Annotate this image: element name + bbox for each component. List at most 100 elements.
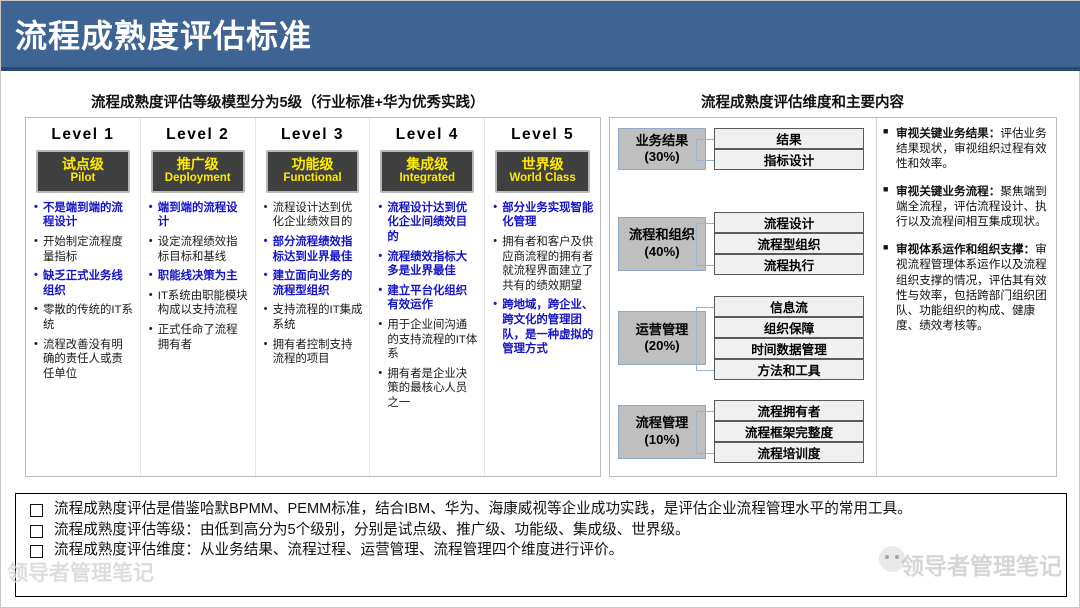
dimension-sub-box: 时间数据管理	[714, 338, 864, 359]
level-bullet-item: 建立面向业务的流程型组织	[264, 268, 364, 298]
level-title: Level 2	[166, 126, 230, 143]
level-bullet-item: 用于企业间沟通的支持流程的IT体系	[378, 317, 478, 362]
dimension-name: 流程和组织	[629, 227, 695, 243]
level-name-cn: 集成级	[406, 156, 449, 172]
connector-line	[696, 222, 714, 224]
connector-line	[696, 452, 714, 454]
level-name-en: Pilot	[70, 172, 96, 185]
level-bullet-item: 端到端的流程设计	[149, 200, 249, 230]
level-bullet-list: 部分业务实现智能化管理拥有者和客户及供应商流程的拥有者就流程界面建立了共有的绩效…	[489, 200, 596, 362]
level-bullet-list: 端到端的流程设计设定流程绩效指标目标和基线职能线决策为主 IT系统由职能模块构成以…	[145, 200, 251, 357]
summary-item: 流程成熟度评估是借鉴哈默BPMM、PEMM标准，结合IBM、华为、海康威视等企业…	[24, 500, 1058, 520]
dimension-sub-box: 流程框架完整度	[714, 421, 864, 442]
level-bullet-item: 拥有者和客户及供应商流程的拥有者就流程界面建立了共有的绩效期望	[493, 234, 594, 293]
level-bullet-item: 不是端到端的流程设计	[34, 200, 134, 230]
summary-item: 流程成熟度评估维度：从业务结果、流程过程、运营管理、流程管理四个维度进行评价。	[24, 541, 1058, 561]
dimension-box: 流程管理(10%)	[618, 404, 706, 459]
dimension-note: 审视关键业务流程：聚焦端到端全流程，评估流程设计、执行以及流程间相互集成现状。	[883, 184, 1050, 229]
level-bullet-item: 建立平台化组织有效运作	[378, 283, 478, 313]
level-column: Level 3功能级Functional流程设计达到优化企业绩效目的部分流程绩效…	[256, 118, 371, 476]
levels-grid: Level 1试点级Pilot不是端到端的流程设计开始制定流程度量指标缺乏正式业…	[26, 118, 600, 476]
dimension-note-title: 审视关键业务流程：	[896, 185, 1001, 199]
level-bullet-item: 缺乏正式业务线组织	[34, 268, 134, 298]
level-bullet-list: 流程设计达到优化企业绩效目的部分流程绩效指标达到业界最佳建立面向业务的流程型组织…	[260, 200, 366, 372]
level-bullet-item: 部分业务实现智能化管理	[493, 200, 594, 230]
connector-line	[696, 138, 714, 140]
dimension-box: 运营管理(20%)	[618, 311, 706, 365]
level-bullet-item: 支持流程的IT集成系统	[264, 302, 364, 332]
banner-divider	[1, 67, 1080, 71]
dimension-sub-box: 流程执行	[714, 254, 864, 275]
summary-box: 流程成熟度评估是借鉴哈默BPMM、PEMM标准，结合IBM、华为、海康威视等企业…	[15, 493, 1067, 597]
dimension-sub-box: 流程设计	[714, 212, 864, 233]
level-title: Level 5	[511, 126, 575, 143]
connector-line	[696, 410, 714, 412]
dimension-name: 运营管理	[635, 321, 689, 337]
connector-line	[696, 306, 714, 308]
dimension-box: 业务结果(30%)	[618, 128, 706, 170]
level-bullet-item: 流程绩效指标大多是业界最佳	[378, 249, 478, 279]
level-name-cn: 试点级	[61, 156, 104, 172]
dimension-sub-box: 流程型组织	[714, 233, 864, 254]
dimensions-diagram: 结果指标设计业务结果(30%)流程设计流程型组织流程执行流程和组织(40%)信息…	[610, 118, 876, 476]
levels-panel: Level 1试点级Pilot不是端到端的流程设计开始制定流程度量指标缺乏正式业…	[25, 117, 601, 477]
level-bullet-item: 零散的传统的IT系统	[34, 302, 134, 332]
level-name-en: Deployment	[164, 172, 231, 185]
dimension-box: 流程和组织(40%)	[618, 216, 706, 271]
level-bullet-item: 正式任命了流程拥有者	[149, 322, 249, 352]
dimension-name: 流程管理	[635, 415, 689, 431]
dimension-sub-box: 流程培训度	[714, 442, 864, 463]
dimension-note-body: 聚焦端到端全流程，评估流程设计、执行以及流程间相互集成现状。	[896, 185, 1047, 229]
level-bullet-item: 设定流程绩效指标目标和基线	[149, 234, 249, 264]
connector-line	[696, 222, 697, 265]
connector-line	[696, 306, 697, 370]
connector-line	[696, 264, 714, 266]
level-bullet-item: 拥有者控制支持流程的项目	[264, 337, 364, 367]
connector-line	[696, 138, 697, 160]
section-heading-dimensions: 流程成熟度评估维度和主要内容	[701, 95, 904, 111]
dimension-sub-box: 信息流	[714, 296, 864, 317]
level-bullet-item: 流程设计达到优化企业间绩效目的	[378, 200, 478, 245]
level-name-cn: 推广级	[176, 156, 219, 172]
dimension-sub-box: 方法和工具	[714, 359, 864, 380]
level-bullet-item: IT系统由职能模块构成以支持流程	[149, 288, 249, 318]
dimension-sub-box: 流程拥有者	[714, 400, 864, 421]
level-bullet-item: 流程设计达到优化企业绩效目的	[264, 200, 364, 230]
dimension-name: 业务结果	[635, 132, 689, 148]
page-title: 流程成熟度评估标准	[15, 18, 313, 54]
level-name-en: Integrated	[399, 172, 456, 185]
level-name-cn: 世界级	[521, 156, 564, 172]
dimension-note-title: 审视体系运作和组织支撑：	[896, 243, 1036, 257]
level-bullet-list: 不是端到端的流程设计开始制定流程度量指标缺乏正式业务线组织零散的传统的IT系统流…	[30, 200, 136, 387]
level-bullet-item: 拥有者是企业决策的最核心人员之一	[378, 366, 478, 411]
dimension-note: 审视关键业务结果：评估业务结果现状，审视组织过程有效性和效率。	[883, 126, 1050, 171]
level-name-en: World Class	[509, 172, 576, 185]
level-bullet-item: 部分流程绩效指标达到业界最佳	[264, 234, 364, 264]
level-bullet-list: 流程设计达到优化企业间绩效目的流程绩效指标大多是业界最佳建立平台化组织有效运作用…	[374, 200, 480, 416]
connector-line	[696, 369, 714, 371]
dimension-sub-box: 组织保障	[714, 317, 864, 338]
dimension-weight: (30%)	[644, 149, 680, 164]
dimension-sub-box: 指标设计	[714, 149, 864, 170]
dimension-weight: (20%)	[644, 338, 680, 353]
header-banner: 流程成熟度评估标准	[1, 1, 1080, 67]
dimension-note-title: 审视关键业务结果：	[896, 127, 1001, 140]
dimension-note: 审视体系运作和组织支撑：审视流程管理体系运作以及流程组织支撑的情况，评估其有效性…	[883, 242, 1050, 332]
level-bullet-item: 开始制定流程度量指标	[34, 234, 134, 264]
dimension-weight: (40%)	[644, 243, 680, 259]
level-title: Level 3	[280, 126, 345, 143]
dimensions-inner: 结果指标设计业务结果(30%)流程设计流程型组织流程执行流程和组织(40%)信息…	[610, 118, 1056, 476]
dimension-sub-box: 结果	[714, 128, 864, 149]
level-bullet-item: 职能线决策为主	[149, 268, 249, 284]
level-title: Level 4	[395, 126, 459, 143]
level-bullet-item: 跨地域，跨企业、跨文化的管理团队，是一种虚拟的管理方式	[493, 297, 594, 356]
dimension-note-body: 评估业务结果现状，审视组织过程有效性和效率。	[896, 127, 1047, 171]
level-bullet-item: 流程改善没有明确的责任人或责任单位	[34, 337, 134, 382]
